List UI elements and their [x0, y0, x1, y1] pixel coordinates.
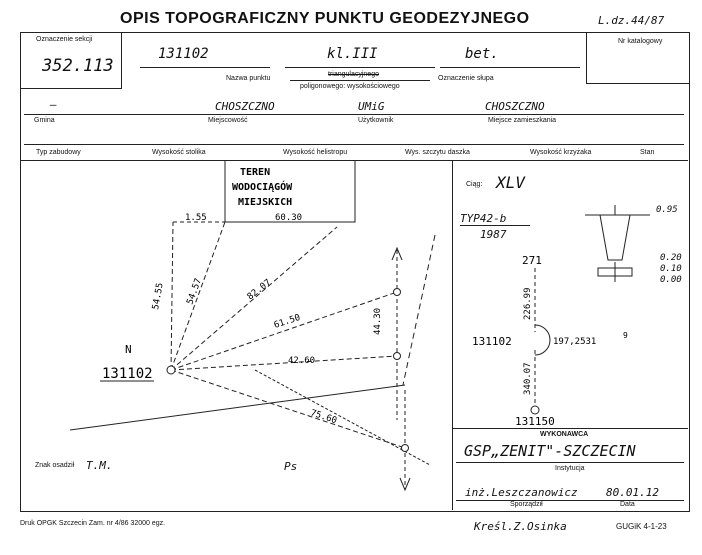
executor-label: WYKONAWCA [540, 431, 589, 438]
angle-sup: 9 [623, 331, 628, 340]
form-number: GUGiK 4-1-23 [616, 522, 667, 531]
table-height-label: Wysokość stolika [152, 149, 206, 156]
author-label: Sporządził [510, 501, 543, 508]
network-bottom-label: poligonowego: wysokościowego [300, 83, 400, 90]
ciag-value: XLV [496, 173, 525, 192]
height-4: 0.00 [660, 275, 682, 285]
area-label-2: WODOCIĄGÓW [232, 180, 293, 193]
dist-2: 340.07 [523, 362, 533, 395]
height-3: 0.10 [660, 264, 682, 274]
page-title: OPIS TOPOGRAFICZNY PUNKTU GEODEZYJNEGO [120, 10, 530, 27]
bottom-point: 131150 [515, 415, 555, 425]
mid-point: 131102 [472, 335, 512, 348]
institution-label: Instytucja [555, 465, 585, 472]
ciag-label: Ciąg: [466, 181, 483, 188]
point-name-label: Nazwa punktu [226, 75, 271, 82]
point-marker: bet. [465, 46, 499, 62]
catalog-box [586, 32, 690, 84]
print-note: Druk OPGK Szczecin Zam. nr 4/86 32000 eg… [20, 520, 166, 527]
date-label: Data [620, 501, 635, 508]
executor-name: GSP„ZENIT"-SZCZECIN [464, 442, 636, 460]
dim-6: 61.50 [273, 313, 302, 331]
angle-value: 197,2531 [553, 337, 596, 347]
height-1: 0.95 [656, 205, 678, 215]
location-sketch: TEREN WODOCIĄGÓW MIEJSKICH 1.55 60.30 54… [69, 160, 436, 492]
locality-value: CHOSZCZNO [215, 100, 275, 113]
top-point: 271 [522, 254, 542, 267]
dim-2: 60.30 [275, 213, 302, 223]
drawn-by: Kreśl.Z.Osinka [474, 520, 567, 533]
reference-number: L.dz.44/87 [598, 14, 665, 27]
ps-label: Ps [284, 460, 298, 473]
marker-diagram [585, 205, 650, 282]
state-label: Stan [640, 149, 655, 156]
gmina-label: Gmina [34, 117, 55, 124]
dim-9: 75.60 [309, 408, 338, 426]
sign-label: Znak osadził [35, 462, 75, 469]
author-value: inż.Leszczanowicz [465, 486, 578, 499]
dim-3: 54.55 [151, 282, 166, 310]
section-value: 352.113 [42, 56, 114, 76]
roof-height-label: Wys. szczytu daszka [405, 149, 470, 156]
network-top-label: triangulacyjnego [328, 71, 379, 78]
residence-label: Miejsce zamieszkania [488, 117, 557, 124]
cross-height-label: Wysokość krzyżaka [530, 149, 592, 156]
dim-5: 82.07 [246, 278, 274, 303]
user-label: Użytkownik [358, 117, 394, 124]
date-value: 80.01.12 [606, 486, 659, 499]
residence-value: CHOSZCZNO [485, 100, 545, 113]
type-value: TYP42-b [460, 212, 507, 225]
form-frame [20, 32, 690, 512]
locality-label: Miejscowość [208, 117, 248, 124]
point-class: kl.III [327, 46, 378, 62]
traverse-diagram: 271 226.99 131102 197,2531 9 340.07 1311… [472, 254, 628, 425]
height-2: 0.20 [660, 253, 682, 263]
area-label-1: TEREN [240, 167, 270, 178]
sign-value: T.M. [86, 459, 113, 472]
section-box [20, 32, 122, 89]
dist-1: 226.99 [523, 287, 533, 320]
dim-8: 42.60 [288, 356, 315, 366]
build-type-label: Typ zabudowy [36, 149, 81, 156]
user-value: UMiG [358, 100, 385, 113]
north-label: N [125, 343, 132, 356]
dim-7: 44.30 [373, 308, 383, 335]
catalog-label: Nr katalogowy [618, 38, 663, 45]
section-label: Oznaczenie sekcji [36, 36, 93, 43]
area-label-3: MIEJSKICH [238, 197, 292, 208]
year-value: 1987 [480, 228, 507, 241]
gmina-value: — [50, 98, 57, 111]
marker-label: Oznaczenie słupa [438, 75, 494, 82]
point-name: 131102 [158, 46, 209, 62]
heliotrope-height-label: Wysokość helistropu [283, 149, 348, 156]
sketch-point-name: 131102 [102, 366, 153, 382]
dim-1: 1.55 [185, 213, 207, 223]
dim-4: 54.57 [185, 277, 204, 306]
